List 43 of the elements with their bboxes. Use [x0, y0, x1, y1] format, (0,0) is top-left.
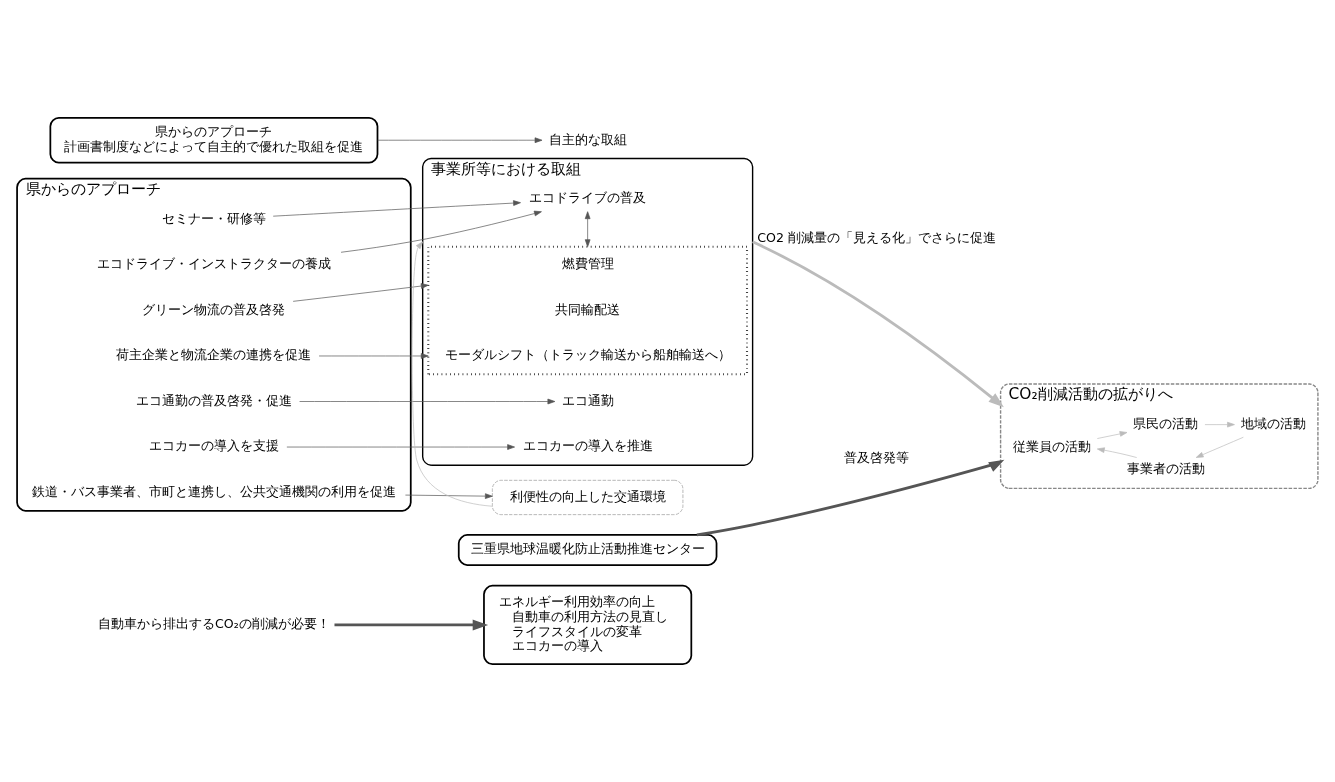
arrow — [334, 619, 489, 631]
arrow — [584, 211, 591, 248]
node-text: エコドライブの普及 — [529, 190, 647, 206]
node-text: エコドライブ・インストラクターの養成 — [96, 256, 331, 272]
node-text: 事業者の活動 — [1126, 461, 1205, 477]
arrow — [411, 241, 493, 507]
arrow — [696, 459, 1005, 537]
arrow — [752, 240, 1004, 408]
node-text: 自主的な取組 — [548, 131, 627, 147]
node-box: 利便性の向上した交通環境 — [492, 479, 684, 515]
node-text: 自動車から排出するCO₂の削減が必要！ — [98, 616, 330, 632]
node-text: エコカーの導入を推進 — [522, 438, 653, 454]
arrow — [318, 353, 429, 359]
node-box: エネルギー利用効率の向上 自動車の利用方法の見直し ライフスタイルの変革 エコカーの導入 — [483, 584, 693, 666]
node-text: エコ通勤の普及啓発・促進 — [135, 392, 292, 408]
node-text: グリーン物流の普及啓発 — [142, 301, 286, 317]
node-text: エコ通勤 — [561, 392, 614, 408]
node-text: 従業員の活動 — [1012, 439, 1091, 455]
node-text: 県民の活動 — [1133, 415, 1199, 431]
node-text: 荷主企業と物流企業の連携を促進 — [116, 347, 312, 363]
node-text: 燃費管理 — [561, 256, 614, 272]
arrow — [340, 210, 542, 253]
arrow — [1096, 447, 1138, 458]
cluster — [427, 245, 749, 376]
node-text: エコカーの導入を支援 — [148, 438, 279, 454]
edge-label: 普及啓発等 — [844, 450, 910, 466]
node-box: 三重県地球温暖化防止活動推進センター — [457, 534, 718, 566]
arrow — [1195, 436, 1244, 458]
node-text: セミナー・研修等 — [161, 210, 266, 226]
node-text: 共同輸配送 — [555, 301, 621, 317]
node-box: 県からのアプローチ 計画書制度などによって自主的で優れた取組を促進 — [49, 116, 379, 164]
arrow — [299, 398, 556, 405]
arrow — [292, 283, 429, 302]
node-text: 鉄道・バス事業者、市町と連携し、公共交通機関の利用を促進 — [31, 483, 396, 499]
node-text: モーダルシフト（トラック輸送から船舶輸送へ） — [444, 347, 731, 363]
arrow — [1096, 431, 1128, 439]
arrow — [286, 444, 515, 450]
arrow — [377, 137, 543, 143]
arrow — [1204, 421, 1235, 428]
arrow — [272, 200, 521, 217]
arrow — [405, 493, 493, 499]
edge-label: CO2 削減量の「見える化」でさらに促進 — [757, 230, 996, 246]
node-text: 地域の活動 — [1240, 415, 1306, 431]
